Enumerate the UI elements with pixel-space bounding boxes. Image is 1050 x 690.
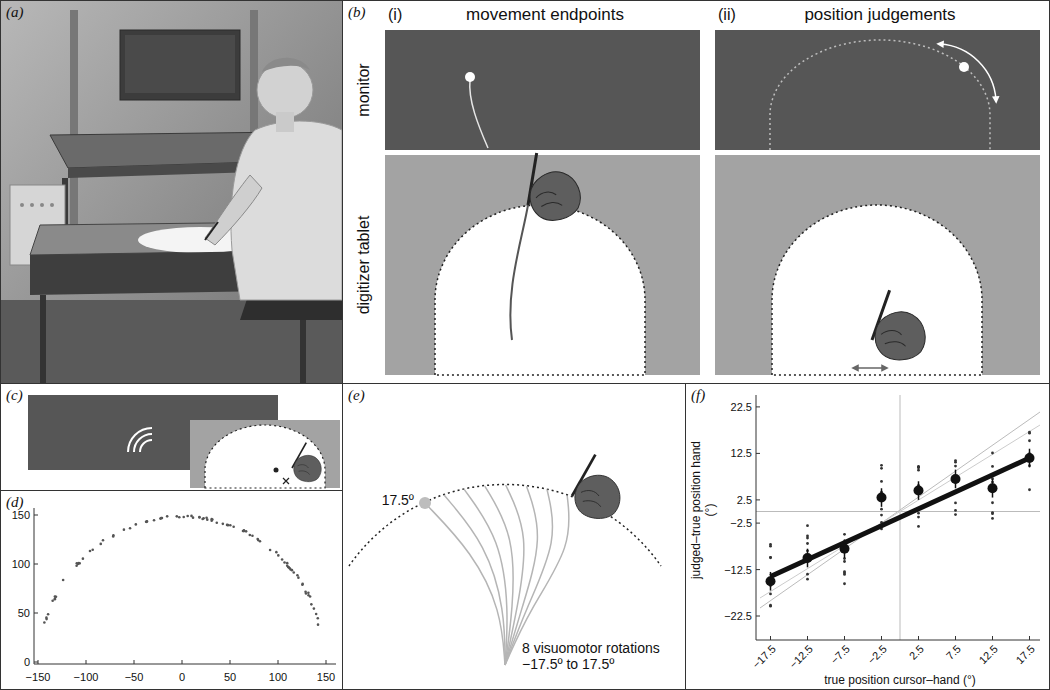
judgement-plot-axes <box>756 395 1040 640</box>
figure-panel: (a) <box>0 0 343 384</box>
tick-label: −17.5 <box>749 643 778 672</box>
judgement-data <box>766 431 1035 608</box>
rotation-illustration <box>349 455 661 665</box>
setup-illustration <box>0 0 342 383</box>
figure-panel: (d) <box>0 490 343 690</box>
panel-label: (d) <box>6 494 24 511</box>
tick-label: −7.5 <box>828 643 852 667</box>
panel-label: (a) <box>6 4 24 21</box>
figure-panel: (f) <box>685 383 1050 690</box>
tick-label: 22.5 <box>731 401 752 414</box>
row-label: monitor <box>355 63 373 116</box>
endpoint-scatter-axes <box>34 508 336 664</box>
tick-label: 150 <box>317 671 335 684</box>
tick-label: −12.5 <box>724 563 752 576</box>
tick-label: 2.5 <box>737 494 752 507</box>
tick-label: 50 <box>18 607 30 620</box>
subpanel-label: (ii) <box>718 6 736 24</box>
tick-label: 50 <box>224 671 236 684</box>
movement-endpoints-illustration <box>385 30 700 375</box>
panel-label: (c) <box>6 387 23 404</box>
column-heading: position judgements <box>804 5 955 25</box>
tick-label: −150 <box>26 671 51 684</box>
axis-title: true position cursor–hand (°) <box>824 674 976 688</box>
column-heading: movement endpoints <box>466 5 624 25</box>
tick-label: 7.5 <box>943 643 963 663</box>
panel-label: (f) <box>691 387 705 404</box>
angle-label: 17.5º <box>382 492 414 508</box>
tick-label: 0 <box>179 671 185 684</box>
tick-label: −100 <box>74 671 99 684</box>
tick-label: −12.5 <box>786 643 815 672</box>
rotation-note: 8 visuomotor rotations −17.5º to 17.5º <box>522 640 682 672</box>
tick-label: 2.5 <box>906 643 926 663</box>
figure-panel: (c) <box>0 383 343 491</box>
tick-label: −50 <box>125 671 144 684</box>
feedback-illustration <box>28 395 340 488</box>
tick-label: 150 <box>12 509 30 522</box>
panel-label: (e) <box>348 387 365 404</box>
tick-label: 12.5 <box>976 643 1000 667</box>
figure-panel: (b) <box>342 0 1050 384</box>
tick-label: −2.5 <box>730 517 752 530</box>
position-judgements-illustration <box>715 30 1040 375</box>
tick-label: 0 <box>24 656 30 669</box>
tick-label: −22.5 <box>724 610 752 623</box>
tick-label: 12.5 <box>731 447 752 460</box>
row-label: digitizer tablet <box>355 216 373 315</box>
axis-title: judged–true position hand (°) <box>690 435 718 585</box>
endpoint-dots <box>43 515 319 626</box>
tick-label: 17.5 <box>1013 643 1037 667</box>
tick-label: −2.5 <box>865 643 889 667</box>
tick-label: 100 <box>12 558 30 571</box>
tick-label: 100 <box>269 671 287 684</box>
panel-label: (b) <box>348 4 366 21</box>
subpanel-label: (i) <box>388 6 402 24</box>
